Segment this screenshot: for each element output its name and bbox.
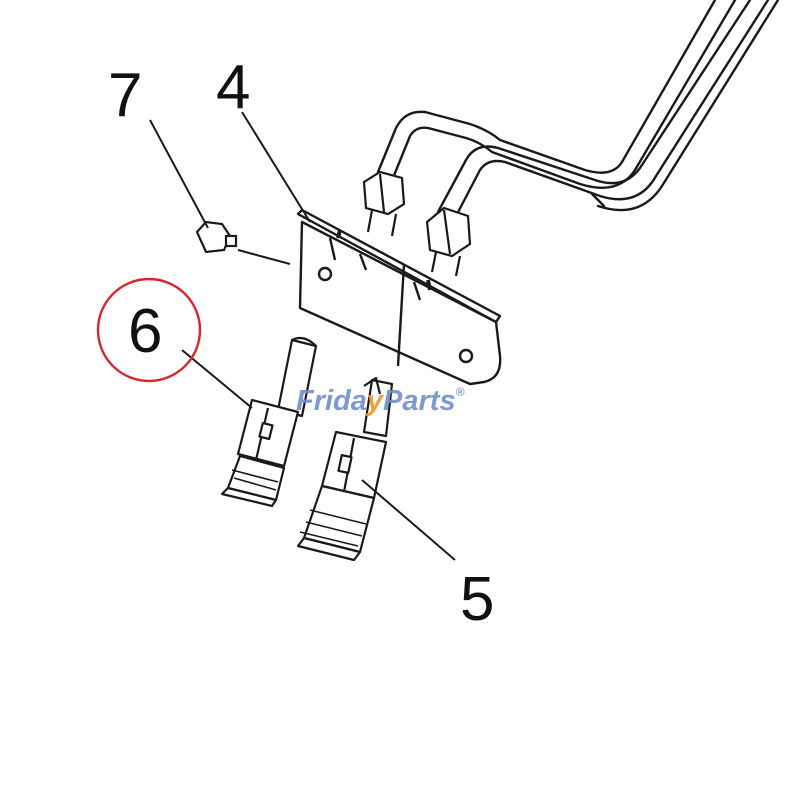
callout-5: 5 (460, 565, 494, 634)
watermark-part2: y (365, 385, 385, 417)
svg-text:FridayParts®: FridayParts® (296, 385, 465, 417)
bolt-icon (195, 220, 238, 254)
callout-7: 7 (108, 61, 142, 130)
mounting-bracket (296, 208, 502, 386)
quick-coupler-left (220, 336, 318, 508)
quick-coupler-right (296, 376, 394, 562)
highlight-circle (96, 277, 202, 383)
watermark-part3: Parts (383, 385, 456, 417)
callout-6: 6 (128, 297, 162, 366)
watermark-logo: FridayParts® (296, 385, 465, 417)
hydraulic-tubes (376, 0, 780, 220)
leader-lines (149, 111, 456, 561)
callout-4: 4 (216, 53, 250, 122)
watermark-part1: Frida (296, 385, 367, 417)
upper-fittings (362, 170, 472, 277)
watermark-mark: ® (456, 385, 465, 399)
